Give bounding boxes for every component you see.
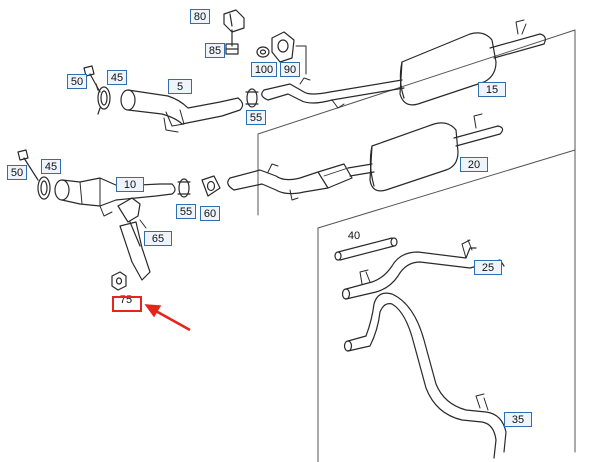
bolt-50-lower [17,149,39,181]
callout-80[interactable]: 80 [190,9,210,24]
leader-90 [295,45,307,75]
bolt-50-upper [83,65,101,93]
bracket-80 [223,9,245,33]
clamp-55-upper [245,88,259,108]
hanger-bracket-65 [117,197,151,281]
callout-90[interactable]: 90 [280,62,300,77]
tailpipe-25 [341,239,505,300]
callout-15[interactable]: 15 [478,82,506,97]
gasket-60 [201,175,221,197]
rear-muffler-15 [329,19,546,106]
front-pipe-5 [120,89,244,133]
callout-55-lower[interactable]: 55 [176,204,196,219]
upper-intermediate-pipe [261,77,345,109]
assembly-panel-outline [257,29,576,462]
callout-50-upper[interactable]: 50 [67,74,87,89]
callout-10[interactable]: 10 [116,177,144,192]
nut-100 [256,46,270,58]
red-pointer-arrow [144,304,191,332]
callout-20[interactable]: 20 [460,157,488,172]
clamp-45-lower [37,176,51,200]
callout-65[interactable]: 65 [144,231,172,246]
callout-50-lower[interactable]: 50 [7,165,27,180]
callout-60[interactable]: 60 [200,206,220,221]
callout-45-lower[interactable]: 45 [41,159,61,174]
tailpipe-35 [343,292,507,459]
front-pipe-10 [54,177,176,217]
bolt-85 [225,29,239,55]
callout-100[interactable]: 100 [251,62,277,77]
rear-muffler-20 [347,113,504,192]
tailpipe-40 [334,237,398,261]
callout-35[interactable]: 35 [504,412,532,427]
callout-25[interactable]: 25 [474,260,502,275]
rubber-mount-90 [271,31,295,63]
nut-75 [111,271,127,291]
callout-40[interactable]: 40 [347,230,361,242]
callout-45-upper[interactable]: 45 [107,70,127,85]
callout-55-upper[interactable]: 55 [246,110,266,125]
lower-intermediate-pipe [227,163,329,201]
callout-85[interactable]: 85 [205,43,225,58]
callout-5[interactable]: 5 [168,79,192,94]
highlight-box-75 [112,296,142,312]
lower-catalytic-converter [317,163,353,189]
clamp-55-lower [177,178,191,198]
